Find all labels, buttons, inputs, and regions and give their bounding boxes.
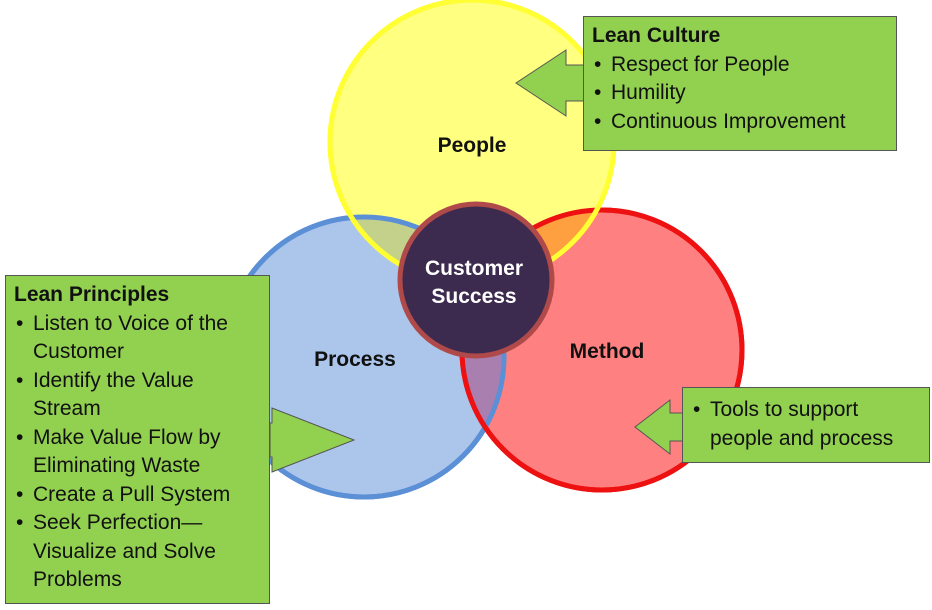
method-callout: Tools to support people and process [682,387,930,463]
list-item: Listen to Voice of the Customer [14,310,261,367]
customer-success-circle [397,201,555,359]
list-item: Make Value Flow by Eliminating Waste [14,424,261,481]
lean-culture-title: Lean Culture [592,24,721,47]
people-label: People [438,134,507,157]
method-list: Tools to support people and process [691,395,921,453]
lean-culture-callout: Lean Culture Respect for People Humility… [583,16,897,151]
lean-principles-callout: Lean Principles Listen to Voice of the C… [5,275,270,604]
list-item: Continuous Improvement [592,108,888,137]
lean-principles-arrow [269,407,356,473]
list-item: Tools to support people and process [691,395,921,453]
lean-culture-arrow [515,49,585,117]
center-label-line1: Customer [425,257,523,280]
lean-principles-list: Listen to Voice of the Customer Identify… [14,310,261,595]
method-label: Method [570,340,645,363]
list-item: Create a Pull System [14,481,261,510]
center-label-line2: Success [431,285,516,308]
process-label: Process [314,348,396,371]
list-item: Seek Perfection—Visualize and Solve Prob… [14,509,261,595]
lean-principles-title: Lean Principles [14,283,170,306]
lean-culture-list: Respect for People Humility Continuous I… [592,51,888,137]
list-item: Humility [592,79,888,108]
list-item: Respect for People [592,51,888,80]
list-item: Identify the Value Stream [14,367,261,424]
method-arrow [634,398,684,456]
